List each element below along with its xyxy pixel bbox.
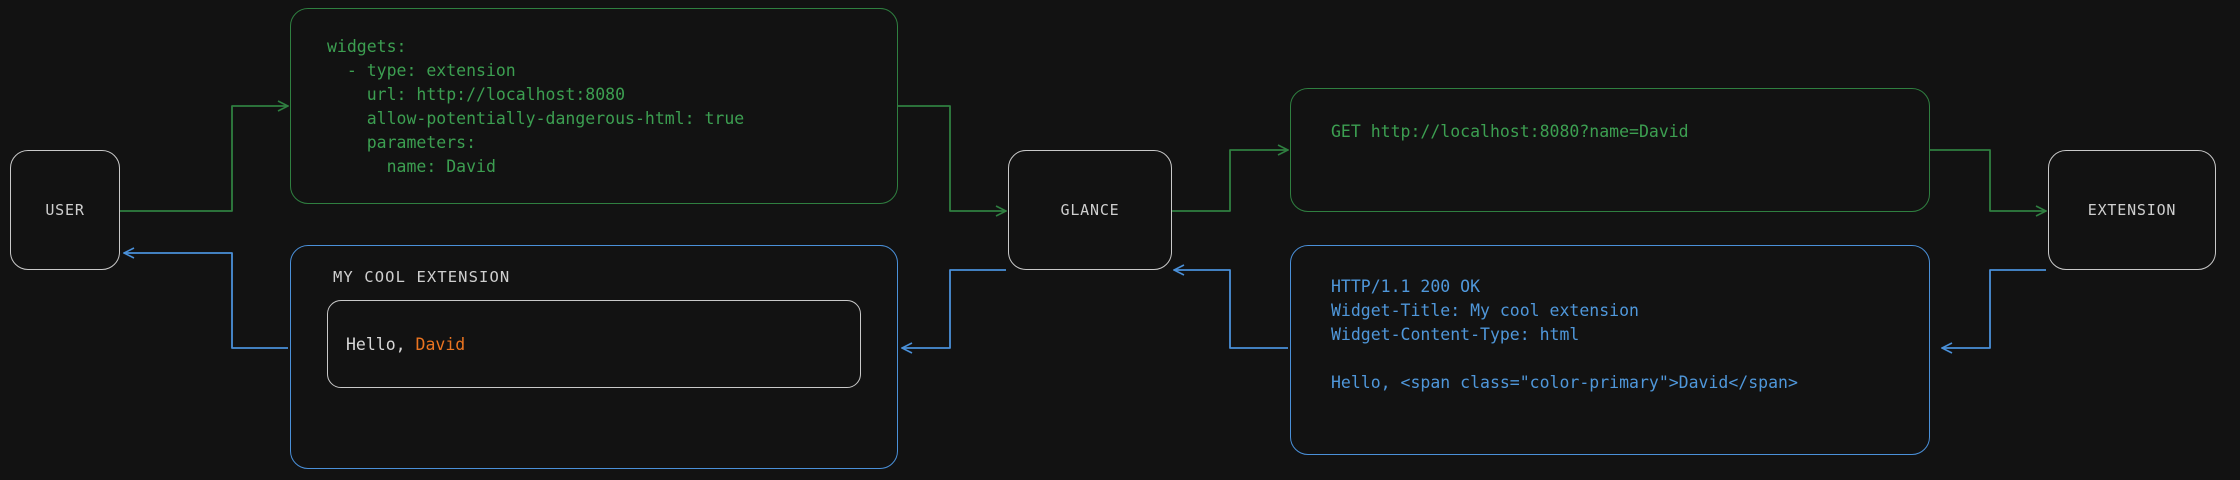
node-glance[interactable]: GLANCE xyxy=(1008,150,1172,270)
node-extension[interactable]: EXTENSION xyxy=(2048,150,2216,270)
node-glance-label: GLANCE xyxy=(1060,201,1120,219)
connector-extension-to-http-response xyxy=(1942,269,2046,348)
rendered-widget-card-text: Hello, David xyxy=(346,335,465,354)
connector-user-to-yaml xyxy=(120,106,288,212)
yaml-config-text: widgets: - type: extension url: http://l… xyxy=(327,37,745,176)
panel-http-request[interactable]: GET http://localhost:8080?name=David xyxy=(1290,88,1930,212)
connector-glance-to-http-request xyxy=(1172,150,1288,212)
node-user[interactable]: USER xyxy=(10,150,120,270)
node-extension-label: EXTENSION xyxy=(2087,201,2177,219)
rendered-widget-title: MY COOL EXTENSION xyxy=(333,268,511,286)
connector-yaml-to-glance xyxy=(898,105,1006,211)
panel-http-response[interactable]: HTTP/1.1 200 OK Widget-Title: My cool ex… xyxy=(1290,245,1930,455)
panel-rendered-widget[interactable]: MY COOL EXTENSION Hello, David xyxy=(290,245,898,469)
node-user-label: USER xyxy=(45,201,85,219)
rendered-widget-greeting: Hello, xyxy=(346,334,416,354)
http-response-text: HTTP/1.1 200 OK Widget-Title: My cool ex… xyxy=(1331,277,1798,392)
connector-http-response-to-glance xyxy=(1174,270,1288,349)
rendered-widget-accent-name: David xyxy=(415,334,466,354)
connector-http-request-to-extension xyxy=(1930,149,2046,211)
rendered-widget-card[interactable]: Hello, David xyxy=(327,300,861,388)
connector-glance-to-rendered-widget xyxy=(902,269,1006,348)
rendered-widget-body: MY COOL EXTENSION Hello, David xyxy=(327,268,861,446)
panel-yaml-config[interactable]: widgets: - type: extension url: http://l… xyxy=(290,8,898,204)
http-request-text: GET http://localhost:8080?name=David xyxy=(1331,122,1689,141)
connector-rendered-widget-to-user xyxy=(124,253,288,349)
